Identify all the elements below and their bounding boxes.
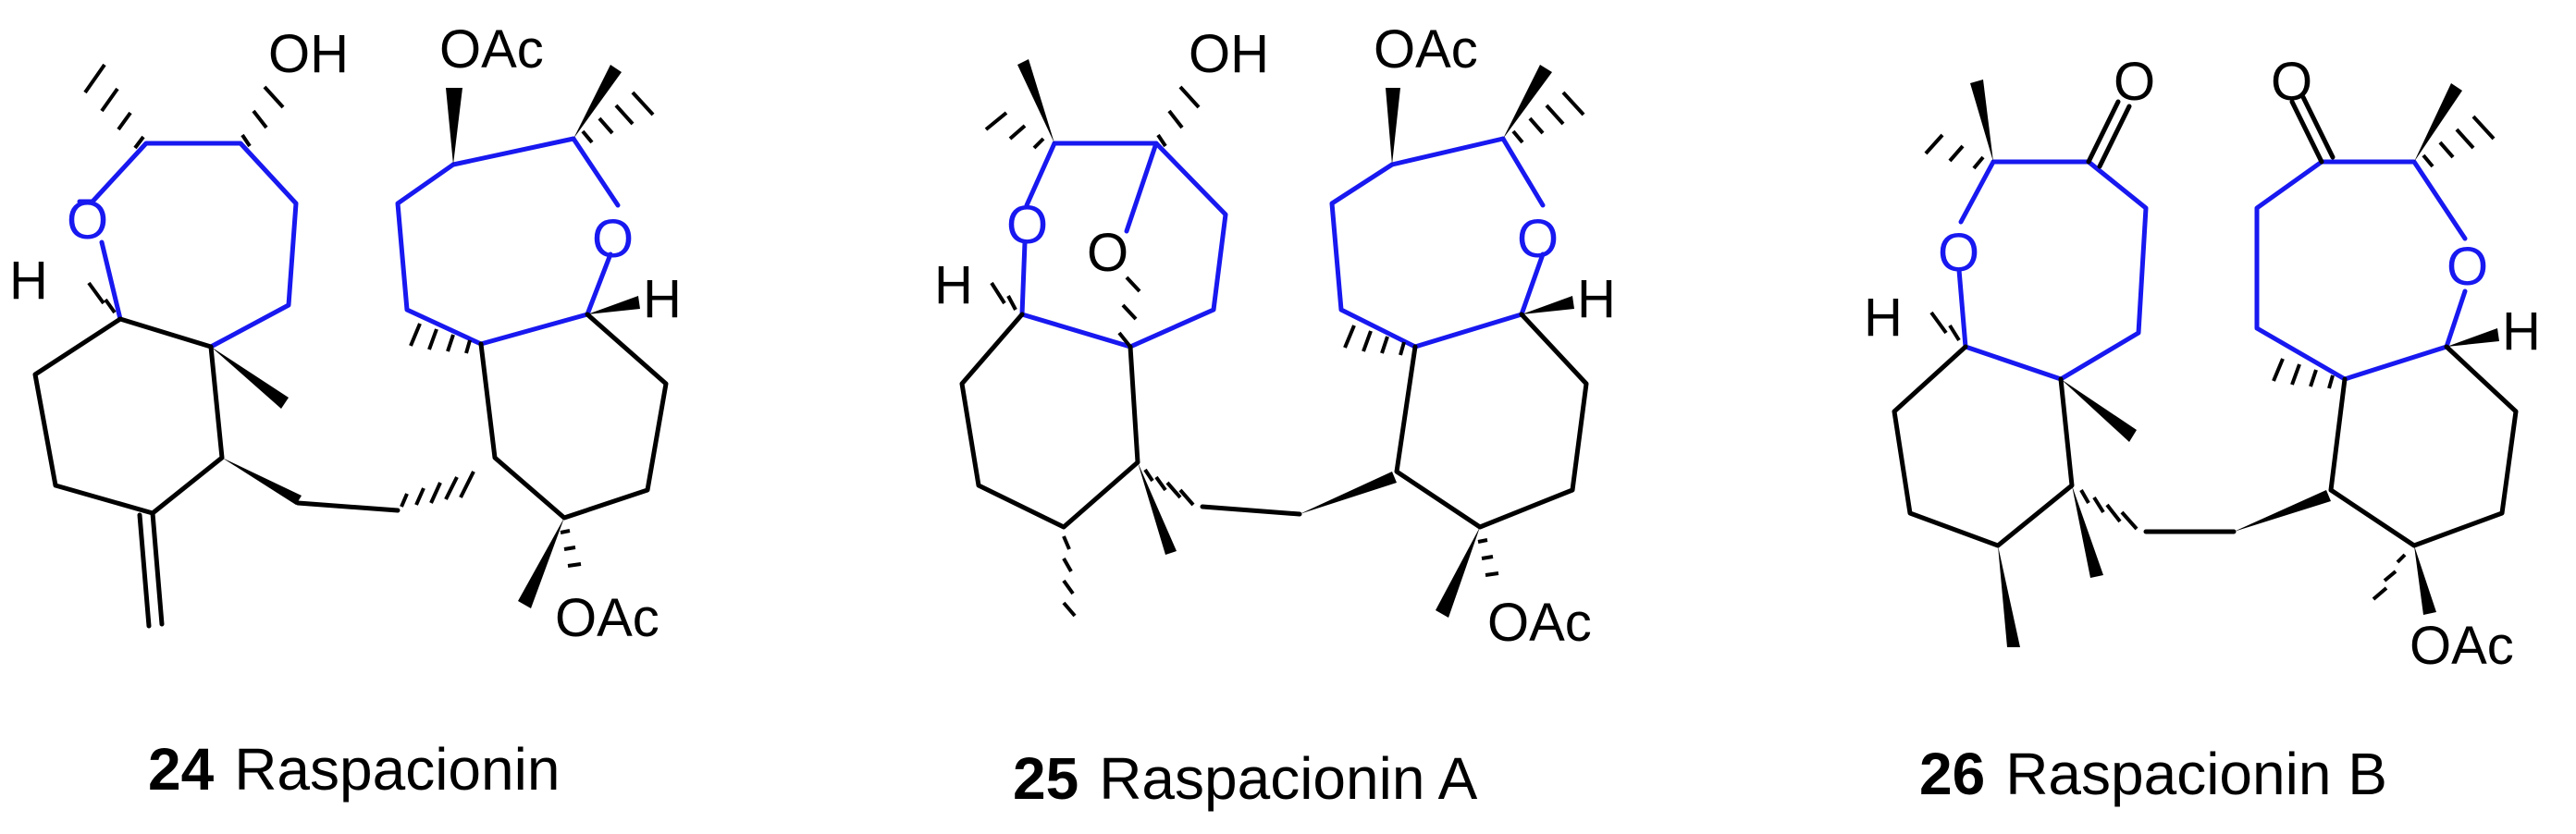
h-left-label-24: H [9,251,48,311]
keto-oxygen-right-26: O [2271,52,2313,112]
hash-methyl-24a [83,63,145,150]
oac-bottom-label-25: OAc [1487,593,1592,653]
caption-25: 25 Raspacionin A [1013,744,1477,813]
caption-24: 24 Raspacionin [148,735,560,803]
oh-label-25: OH [1189,24,1269,84]
ring-oxygen-left-24: O [67,190,109,251]
ring-oxygen-right-26: O [2447,237,2489,297]
h-left-label-26: H [1864,288,1903,348]
keto-oxygen-left-26: O [2114,52,2156,112]
compound-26 [1892,80,2519,647]
h-left-label-25: H [934,255,973,315]
compound-name-24: Raspacionin [234,736,561,803]
compound-number-26: 26 [1919,741,1986,807]
compound-number-25: 25 [1013,745,1079,812]
oh-label-24: OH [268,24,349,84]
ring-oxygen-left-25: O [1006,195,1049,255]
compound-name-26: Raspacionin B [2005,741,2387,807]
hash-oh-24 [240,85,285,148]
oac-bottom-label-26: OAc [2410,616,2514,676]
compound-24 [32,63,669,629]
oac-top-label-24: OAc [439,19,544,80]
caption-26: 26 Raspacionin B [1919,740,2387,808]
oac-bottom-label-24: OAc [555,588,659,648]
ring-oxygen-right-24: O [592,209,635,269]
compound-number-24: 24 [148,736,215,803]
compound-name-25: Raspacionin A [1099,745,1478,812]
h-right-label-25: H [1577,269,1616,329]
ring-oxygen-right-25: O [1517,209,1559,269]
h-right-label-24: H [643,269,682,329]
h-right-label-26: H [2502,301,2541,362]
compound-25 [959,59,1589,618]
ring-oxygen-left-26: O [1938,223,1980,283]
oac-top-label-25: OAc [1374,19,1478,80]
bridge-oxygen-25: O [1087,223,1129,283]
